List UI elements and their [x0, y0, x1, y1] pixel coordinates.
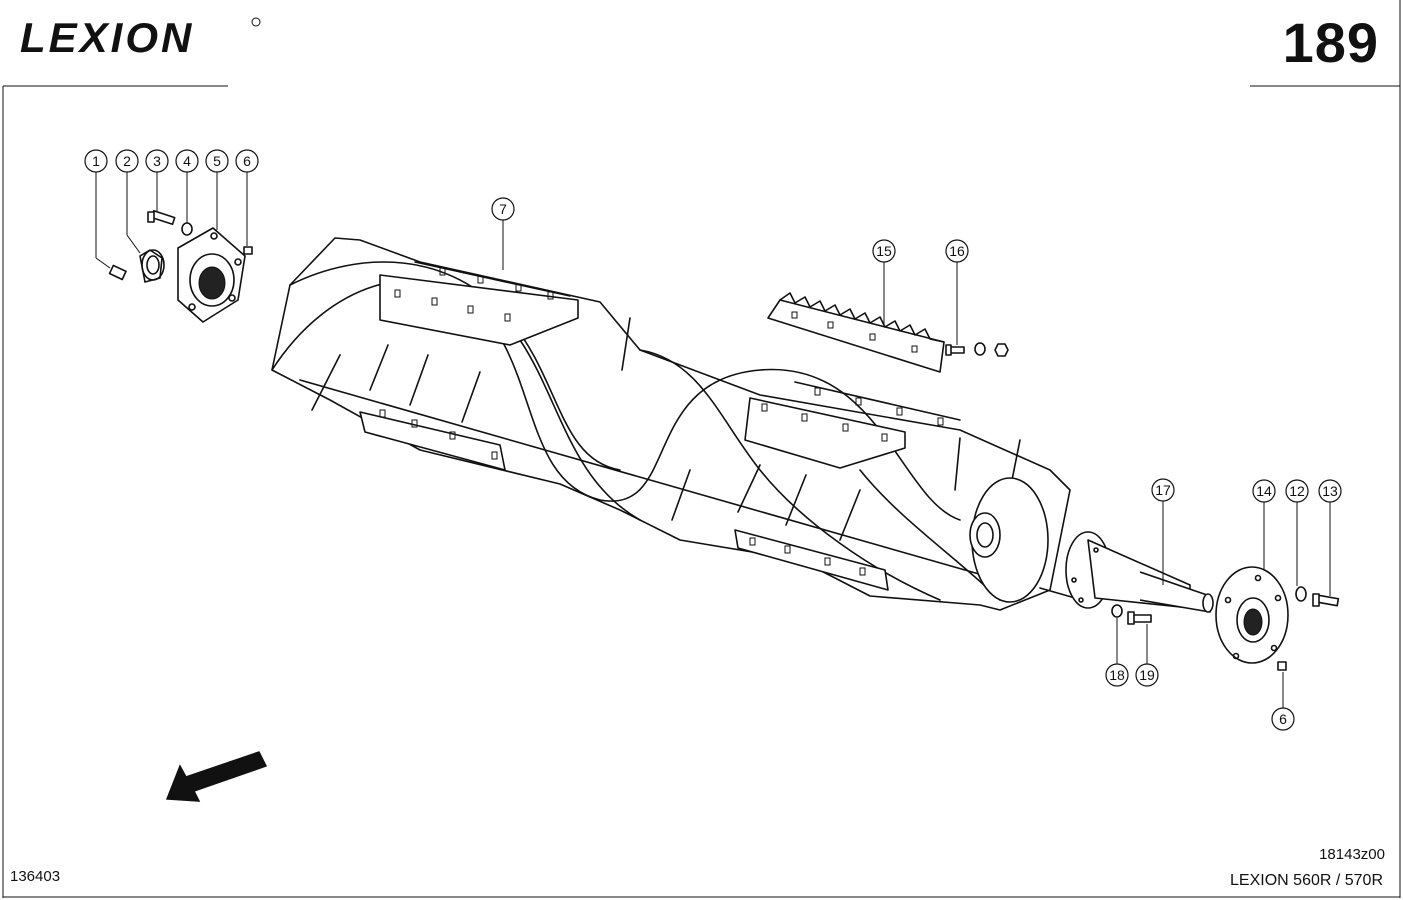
callout-12: 12 — [1285, 479, 1309, 503]
page-number: 189 — [1282, 11, 1379, 74]
bearing-insert-part — [139, 249, 165, 283]
svg-text:13: 13 — [1322, 483, 1338, 499]
callout-18: 18 — [1105, 663, 1129, 687]
finger-strip-part — [767, 292, 945, 373]
callout-19: 19 — [1135, 663, 1159, 687]
grease-nipple-part — [243, 246, 253, 255]
set-screw-part — [108, 264, 127, 281]
callout-4: 4 — [175, 149, 199, 173]
flange-bearing-housing-part — [177, 227, 246, 323]
svg-text:19: 19 — [1139, 667, 1155, 683]
callout-7: 7 — [491, 197, 515, 221]
svg-text:4: 4 — [183, 153, 191, 169]
svg-text:17: 17 — [1155, 482, 1171, 498]
svg-text:2: 2 — [123, 153, 131, 169]
svg-text:18: 18 — [1109, 667, 1125, 683]
grease-nipple-6-part — [1277, 661, 1287, 671]
washer-18-part — [1111, 604, 1123, 618]
svg-text:15: 15 — [876, 243, 892, 259]
callout-2: 2 — [115, 149, 139, 173]
callout-5: 5 — [205, 149, 229, 173]
svg-text:14: 14 — [1256, 483, 1272, 499]
washer-part — [181, 222, 193, 236]
drawing-number: 18143z00 — [1319, 846, 1385, 863]
callout-15: 15 — [872, 239, 896, 263]
callout-6-lower: 6 — [1271, 707, 1295, 731]
callout-17: 17 — [1151, 478, 1175, 502]
washer-12-part — [1295, 586, 1307, 602]
hub-flange-part — [1215, 566, 1289, 664]
bolt-washer-nut-part — [945, 342, 1009, 357]
document-number: 136403 — [10, 868, 61, 885]
callout-13: 13 — [1318, 479, 1342, 503]
svg-text:7: 7 — [499, 201, 507, 217]
direction-arrow-icon — [165, 751, 268, 802]
svg-text:3: 3 — [153, 153, 161, 169]
stub-shaft-part — [1065, 531, 1214, 613]
bolt-part — [147, 209, 176, 226]
bolt-19-part — [1127, 611, 1152, 625]
svg-text:6: 6 — [1279, 711, 1287, 727]
svg-text:16: 16 — [949, 243, 965, 259]
callout-3: 3 — [145, 149, 169, 173]
callout-16: 16 — [945, 239, 969, 263]
svg-text:12: 12 — [1289, 483, 1305, 499]
svg-text:1: 1 — [92, 153, 100, 169]
svg-text:6: 6 — [243, 153, 251, 169]
callout-1: 1 — [84, 149, 108, 173]
callout-14: 14 — [1252, 479, 1276, 503]
auger-drum-part — [271, 237, 1071, 611]
lexion-logo: LEXION — [20, 14, 261, 58]
svg-text:5: 5 — [213, 153, 221, 169]
bolt-13-part — [1312, 593, 1340, 607]
model-label: LEXION 560R / 570R — [1230, 872, 1383, 889]
callout-6: 6 — [235, 149, 259, 173]
lexion-logo-text: LEXION — [20, 14, 194, 58]
